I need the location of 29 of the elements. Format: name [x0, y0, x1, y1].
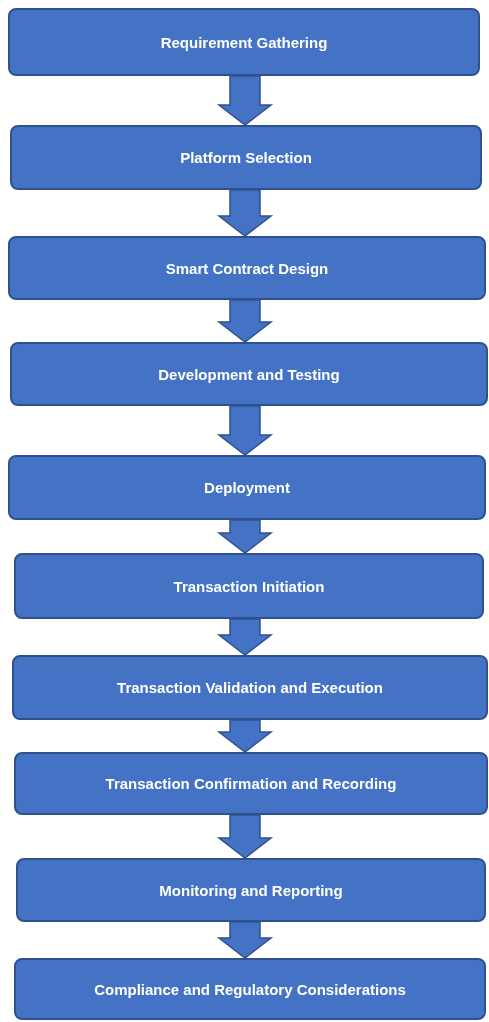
step-label: Transaction Validation and Execution: [116, 679, 384, 696]
block-arrow: [216, 921, 274, 959]
block-arrow: [216, 299, 274, 343]
block-arrow: [216, 814, 274, 859]
block-arrow: [216, 75, 274, 126]
block-arrow: [216, 519, 274, 554]
process-box: [14, 752, 488, 815]
process-box: [8, 236, 486, 300]
process-box: [14, 553, 484, 619]
step-label: Smart Contract Design: [164, 259, 330, 277]
process-box: [14, 958, 486, 1020]
step-label: Deployment: [203, 479, 291, 496]
process-box: [12, 655, 488, 720]
block-arrow: [216, 719, 274, 753]
step-label: Development and Testing: [157, 365, 341, 383]
block-arrow: [216, 405, 274, 456]
process-box: [10, 125, 482, 190]
step-label: Transaction Confirmation and Recording: [104, 775, 398, 792]
process-box: [8, 455, 486, 520]
step-label: Platform Selection: [179, 149, 313, 166]
process-box: [8, 8, 480, 76]
step-label: Monitoring and Reporting: [158, 881, 344, 899]
step-label: Requirement Gathering: [159, 33, 329, 51]
process-box: [16, 858, 486, 922]
block-arrow: [216, 189, 274, 237]
process-box: [10, 342, 488, 406]
step-label: Transaction Initiation: [172, 577, 326, 595]
step-label: Compliance and Regulatory Considerations: [93, 980, 407, 998]
block-arrow: [216, 618, 274, 656]
